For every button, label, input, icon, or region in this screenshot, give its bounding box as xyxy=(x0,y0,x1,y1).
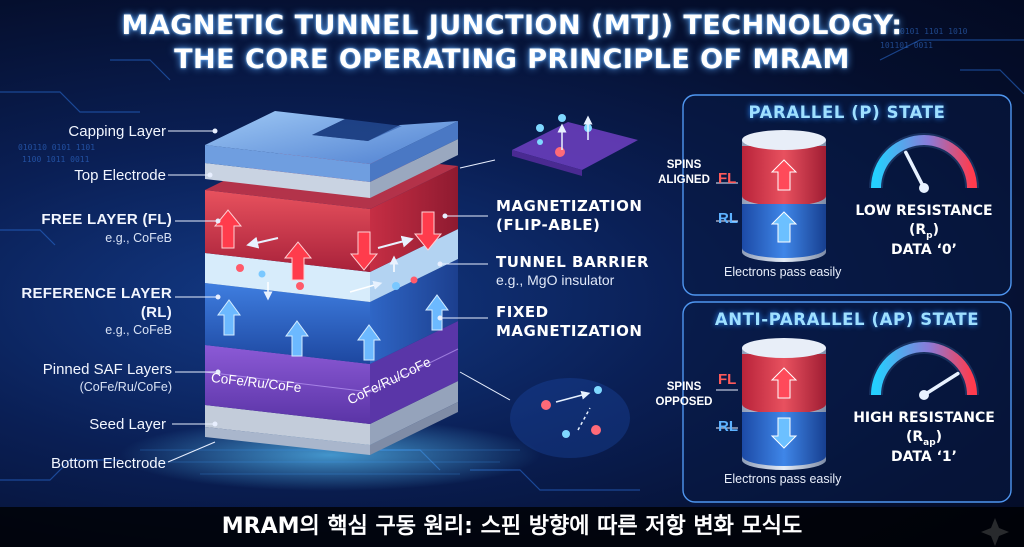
leader-dots xyxy=(207,128,448,427)
spin-brackets xyxy=(716,182,738,429)
antiparallel-spins-2: OPPOSED xyxy=(655,396,713,408)
label-pinned-saf-material: (CoFe/Ru/CoFe) xyxy=(79,380,172,394)
svg-text:0101 1101 1010: 0101 1101 1010 xyxy=(900,27,968,36)
reference-layer-slab xyxy=(205,259,458,364)
fixed-inset xyxy=(510,378,630,458)
barrier-electrons xyxy=(236,255,418,301)
label-capping-layer: Capping Layer xyxy=(68,123,166,140)
svg-text:101101 0011: 101101 0011 xyxy=(880,41,933,50)
label-free-layer: FREE LAYER (FL) xyxy=(41,211,172,228)
p-state-cylinder xyxy=(742,130,826,262)
title-line-2: THE CORE OPERATING PRINCIPLE OF MRAM xyxy=(174,44,850,75)
reference-layer-arrows xyxy=(217,294,449,361)
antiparallel-resistance: HIGH RESISTANCE xyxy=(853,410,995,426)
bottom-electrode-slab xyxy=(205,402,458,455)
label-reference-layer: REFERENCE LAYER xyxy=(21,285,172,302)
parallel-spins-2: ALIGNED xyxy=(658,174,710,186)
binary-dots: 010110 0101 1101 1100 1011 0011 0101 110… xyxy=(18,27,968,164)
label-tunnel-barrier-material: e.g., MgO insulator xyxy=(496,272,615,288)
top-electrode-slab xyxy=(205,139,458,198)
parallel-fl-label: FL xyxy=(718,170,737,187)
ap-gauge xyxy=(869,340,979,400)
free-layer-arrows xyxy=(213,209,443,281)
label-bottom-electrode: Bottom Electrode xyxy=(50,455,166,472)
tunnel-barrier-slab xyxy=(205,229,458,302)
parallel-spins-1: SPINS xyxy=(666,159,702,171)
free-layer-spin-lines xyxy=(246,235,414,249)
mtj-stack xyxy=(204,111,459,455)
label-fixed-magnetization: MAGNETIZATION xyxy=(496,322,643,340)
label-reference-layer-material: e.g., CoFeB xyxy=(105,323,172,337)
parallel-resistance: LOW RESISTANCE xyxy=(855,203,993,219)
antiparallel-state-title: ANTI-PARALLEL (AP) STATE xyxy=(714,310,980,329)
antiparallel-fl-label: FL xyxy=(718,371,737,388)
label-flip-able: (FLIP-ABLE) xyxy=(496,216,601,234)
label-magnetization: MAGNETIZATION xyxy=(496,197,643,215)
antiparallel-rl-label: RL xyxy=(718,418,738,435)
magnetization-inset xyxy=(512,114,638,176)
label-reference-layer-rl: (RL) xyxy=(140,304,172,321)
antiparallel-data: DATA ‘1’ xyxy=(891,449,957,465)
saf-slab xyxy=(204,321,459,424)
svg-text:010110 0101 1101: 010110 0101 1101 xyxy=(18,143,95,152)
label-fixed: FIXED xyxy=(496,303,549,321)
seed-layer-slab xyxy=(205,381,458,445)
label-pinned-saf: Pinned SAF Layers xyxy=(42,361,172,378)
parallel-rl-label: RL xyxy=(718,210,738,227)
svg-text:1100 1011 0011: 1100 1011 0011 xyxy=(22,155,90,164)
label-seed-layer: Seed Layer xyxy=(89,416,166,433)
antiparallel-symbol: (Rap) xyxy=(905,429,943,448)
parallel-state-title: PARALLEL (P) STATE xyxy=(748,103,946,122)
label-tunnel-barrier: TUNNEL BARRIER xyxy=(496,253,650,271)
label-top-electrode: Top Electrode xyxy=(74,167,166,184)
parallel-symbol: (Rp) xyxy=(908,222,940,241)
ap-state-cylinder xyxy=(742,338,826,470)
title-line-1: MAGNETIC TUNNEL JUNCTION (MTJ) TECHNOLOG… xyxy=(121,10,903,41)
label-free-layer-material: e.g., CoFeB xyxy=(105,231,172,245)
p-gauge xyxy=(869,133,979,193)
antiparallel-spins-1: SPINS xyxy=(666,381,702,393)
leader-lines xyxy=(167,130,511,463)
capping-layer-slab xyxy=(205,111,458,182)
antiparallel-electrons: Electrons pass easily xyxy=(724,472,842,486)
parallel-data: DATA ‘0’ xyxy=(891,242,957,258)
korean-caption: MRAM의 핵심 구동 원리: 스핀 방향에 따른 저항 변화 모식도 xyxy=(0,507,1024,547)
parallel-electrons: Electrons pass easily xyxy=(724,265,842,279)
